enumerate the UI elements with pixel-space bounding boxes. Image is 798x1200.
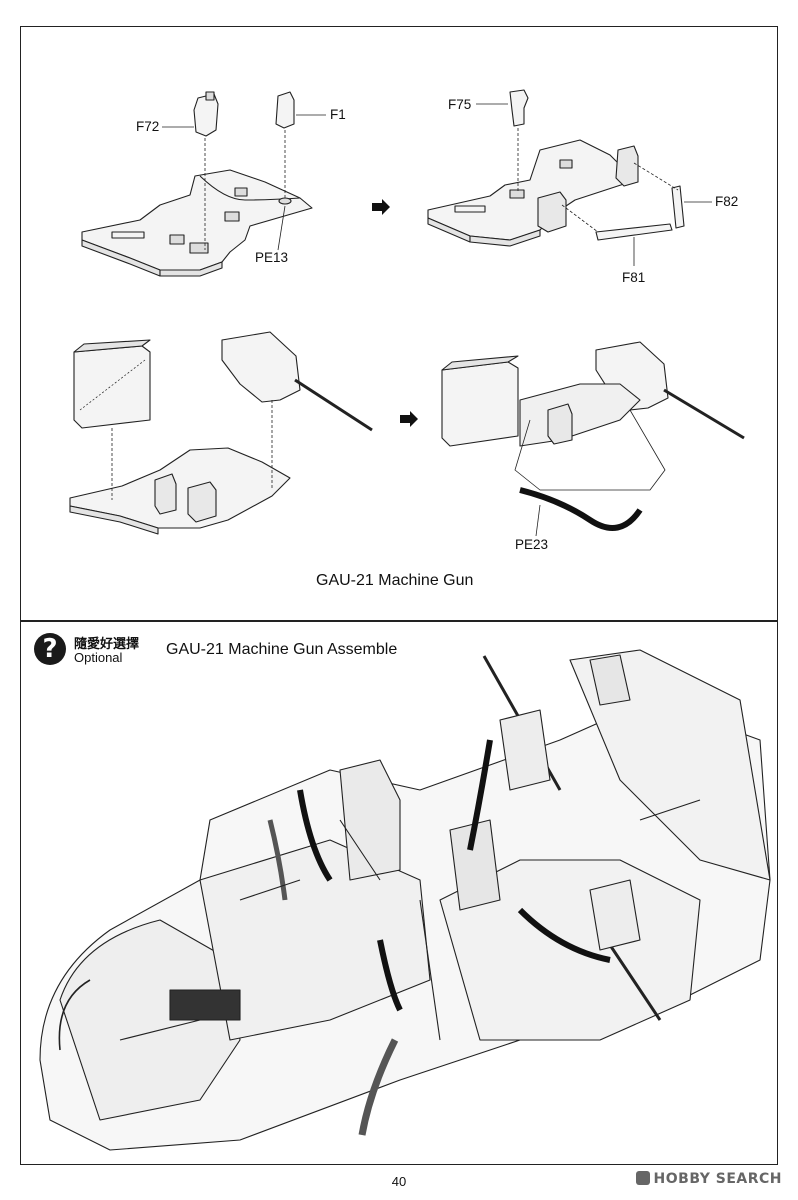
question-mark-icon: ? [34, 633, 66, 665]
part-f75-drawing [509, 89, 529, 127]
arrow-right-icon [372, 199, 390, 215]
mount-plate-step1 [81, 169, 313, 277]
bottom-assembly-panel [20, 620, 778, 1165]
label-f75: F75 [448, 97, 472, 112]
ammo-box-drawing [73, 339, 151, 429]
watermark: HOBBY SEARCH [635, 1171, 782, 1187]
watermark-text: HOBBY SEARCH [653, 1171, 782, 1187]
hobby-search-logo-icon [635, 1171, 650, 1185]
top-panel-caption: GAU-21 Machine Gun [316, 572, 474, 589]
label-pe23: PE23 [515, 537, 549, 552]
label-f72: F72 [136, 119, 160, 134]
bottom-panel-title: GAU-21 Machine Gun Assemble [166, 641, 398, 658]
label-pe13: PE13 [255, 250, 289, 265]
mount-plate-step2 [427, 139, 685, 247]
label-f81: F81 [622, 270, 646, 285]
label-f82: F82 [715, 194, 739, 209]
optional-label-en: Optional [74, 650, 123, 665]
mount-plate-step3 [69, 447, 291, 535]
top-assembly-panel [20, 26, 778, 622]
optional-label-cn: 隨愛好選擇 [74, 637, 140, 652]
part-f1-drawing [275, 91, 295, 129]
label-f1: F1 [330, 107, 346, 122]
assembled-gun-mount [441, 341, 745, 491]
cabin-assembly-drawing [39, 649, 771, 1151]
page-number: 40 [391, 1174, 407, 1189]
gun-drawing-step3 [221, 331, 373, 432]
arrow-right-icon [400, 411, 418, 427]
part-f72-drawing [193, 91, 219, 137]
pe23-ammo-belt [519, 487, 643, 531]
